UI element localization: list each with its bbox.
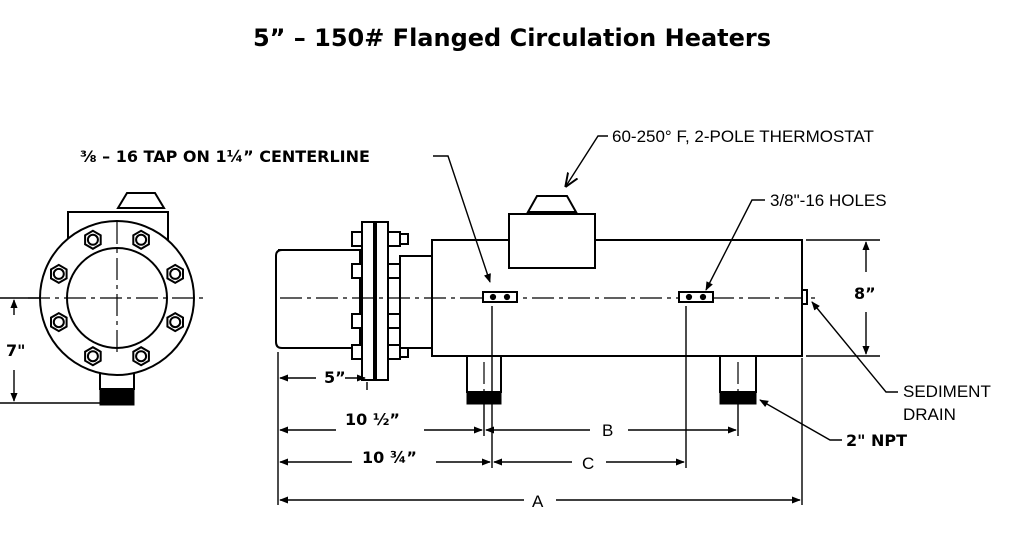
- sediment-leader: [811, 301, 898, 393]
- dim-8-label: 8”: [854, 284, 876, 303]
- dim-10q-label: 10 ¾”: [362, 448, 417, 467]
- dim-c-label: C: [582, 454, 594, 473]
- sediment-label-line1: SEDIMENT: [903, 382, 991, 401]
- end-view: 7": [0, 192, 205, 406]
- page-title: 5” – 150# Flanged Circulation Heaters: [252, 24, 772, 52]
- flange-bolt-hole: [135, 233, 148, 246]
- dim-10h-label: 10 ½”: [345, 410, 400, 429]
- terminal-housing: [275, 249, 361, 349]
- holes-leader: [705, 199, 765, 291]
- inlet-nozzle-thread: [466, 391, 502, 405]
- outlet-nozzle-thread: [719, 391, 757, 405]
- sediment-label-line2: DRAIN: [903, 405, 956, 424]
- end-view-drain-thread: [99, 388, 135, 406]
- annotations: ⅜ – 16 TAP ON 1¼” CENTERLINE 60-250° F, …: [80, 127, 991, 511]
- side-view: [275, 195, 820, 405]
- thermostat-label: 60-250° F, 2-POLE THERMOSTAT: [612, 127, 874, 146]
- tap-leader: [433, 155, 491, 283]
- dim-b-label: B: [602, 421, 613, 440]
- thermostat-box: [508, 213, 596, 269]
- dim-5-label: 5”: [324, 368, 346, 387]
- holes-label: 3/8"-16 HOLES: [770, 191, 887, 210]
- npt-leader: [759, 399, 842, 441]
- flange-plate-left: [361, 221, 375, 381]
- mount-pad-right: [678, 291, 714, 303]
- flange-bolt-hole: [86, 350, 99, 363]
- flange-bolts: [50, 229, 184, 367]
- dim-7-label: 7": [6, 341, 25, 360]
- mount-pad-left: [482, 291, 518, 303]
- flange-bolt-hole: [169, 267, 182, 280]
- tap-label: ⅜ – 16 TAP ON 1¼” CENTERLINE: [80, 147, 370, 166]
- flange-bolt-hole: [86, 233, 99, 246]
- flange-bolt-hole: [52, 267, 65, 280]
- flange-neck: [399, 255, 433, 349]
- sediment-drain-plug: [801, 289, 808, 305]
- end-view-thermostat-cap: [116, 192, 166, 209]
- thermostat-leader: [566, 135, 608, 186]
- npt-label: 2" NPT: [846, 431, 907, 450]
- flange-bolt-hole: [135, 350, 148, 363]
- flange-bolt-hole: [169, 316, 182, 329]
- dim-a-label: A: [532, 492, 544, 511]
- thermostat-cap: [526, 195, 578, 213]
- flange-bolt-hole: [52, 316, 65, 329]
- flange-plate-right: [375, 221, 389, 381]
